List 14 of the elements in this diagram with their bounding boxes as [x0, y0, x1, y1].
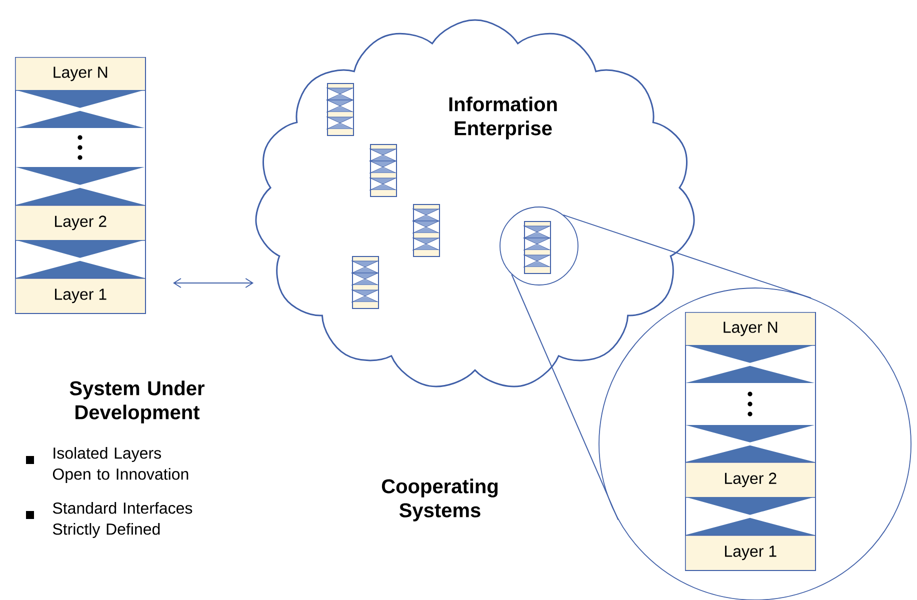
stack-icon	[370, 144, 397, 197]
magnifier-circle	[500, 206, 578, 286]
stack-icon	[352, 256, 379, 309]
zoom-line	[562, 214, 812, 298]
bullet-text: Isolated Layers Open to Innovation	[52, 447, 188, 483]
bullet-text: Standard Interfaces Strictly Defined	[52, 502, 192, 538]
stack-icon	[524, 221, 551, 274]
double-arrow	[173, 278, 254, 288]
heading: System Under Development	[70, 380, 204, 424]
heading: Cooperating Systems	[382, 478, 498, 522]
cloud: Information Enterprise	[255, 19, 695, 388]
zoom-line	[511, 274, 619, 520]
stack-icon	[412, 204, 440, 257]
stack-icon	[326, 83, 354, 136]
